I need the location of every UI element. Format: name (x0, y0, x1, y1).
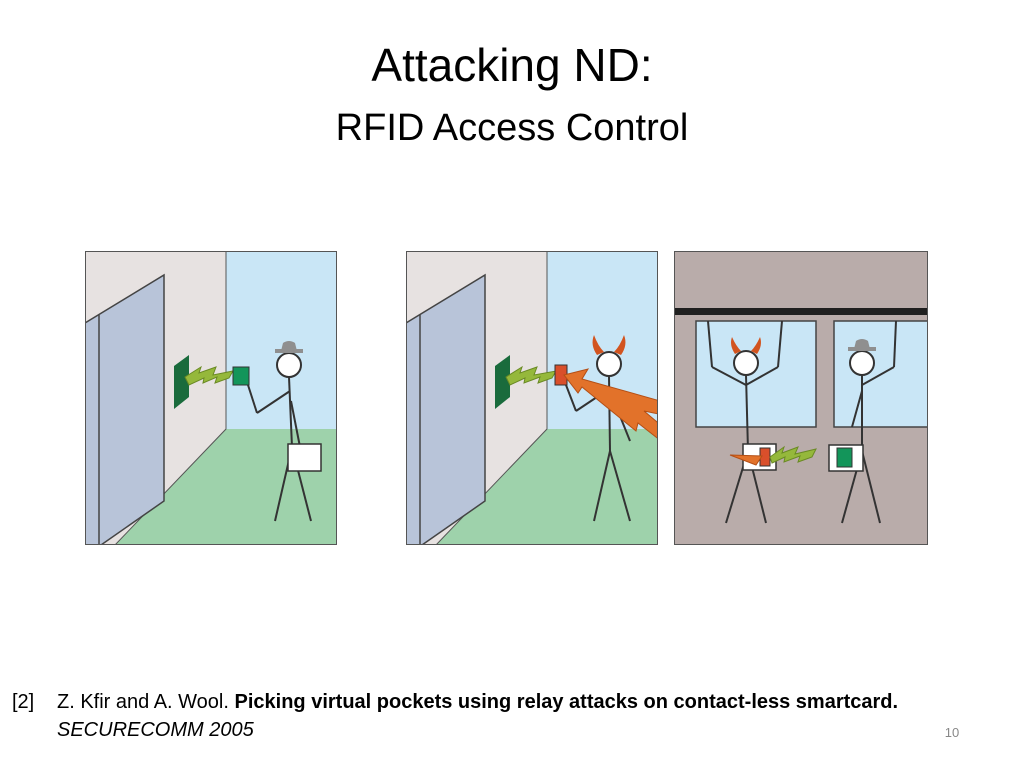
reference-venue: SECURECOMM 2005 (57, 719, 254, 741)
signal-zigzag-icon (184, 365, 234, 386)
reference-authors: Z. Kfir and A. Wool. (57, 691, 229, 713)
slide-title: Attacking ND: (371, 39, 653, 91)
horns-icon (731, 337, 761, 354)
window-left (695, 320, 817, 428)
hat-icon (848, 339, 876, 351)
reference-number: [2] (12, 691, 35, 713)
door-icon (406, 273, 486, 545)
door-icon (85, 273, 165, 545)
rfid-card-icon (232, 366, 250, 386)
panel-attacker-at-door (406, 251, 658, 545)
horns-icon (592, 335, 626, 355)
hat-icon (275, 341, 303, 353)
rfid-reader-icon (174, 355, 189, 409)
signal-zigzag-icon (505, 365, 557, 386)
rail-bar (674, 308, 928, 315)
signal-zigzag-icon (769, 445, 817, 464)
reference-paper-title: Picking virtual pockets using relay atta… (234, 691, 899, 713)
bag-icon (287, 443, 322, 472)
page-number: 10 (944, 725, 960, 740)
panel-legitimate-access (85, 251, 337, 545)
panel-attacker-near-victim (674, 251, 928, 545)
attacker-figure-icon (565, 351, 631, 522)
victim-card-icon (836, 447, 853, 468)
victim-figure-icon (841, 320, 897, 524)
slide-subtitle: RFID Access Control (335, 107, 689, 149)
relay-arrowhead-icon (729, 454, 763, 466)
rfid-reader-icon (495, 355, 510, 409)
relay-arrow-icon (563, 368, 658, 440)
reference-line-1: Z. Kfir and A. Wool. Picking virtual poc… (57, 688, 898, 716)
